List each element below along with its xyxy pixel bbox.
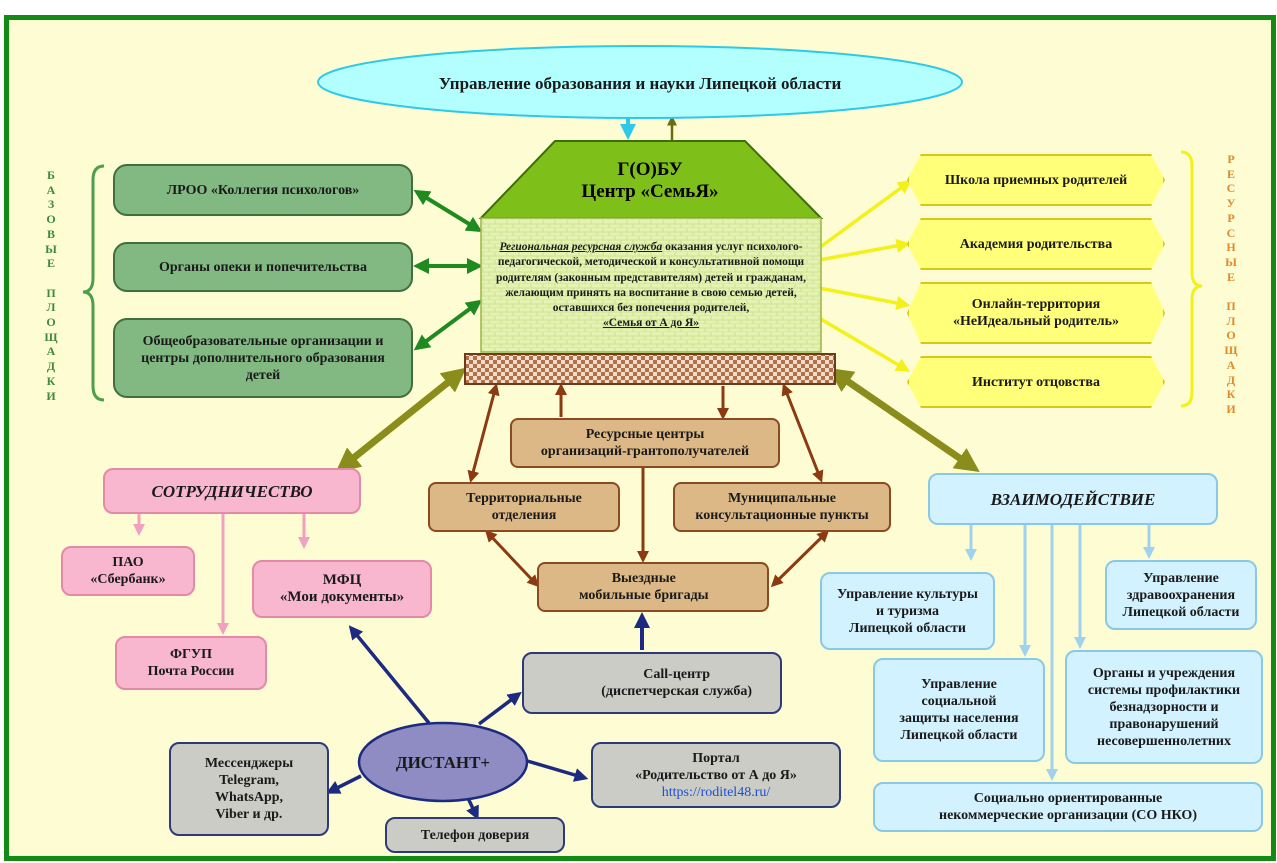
arrow-cooperation [335,367,467,473]
arrow-distant-messengers [325,774,362,794]
right-box-fatherhood: Институт отцовства [907,356,1165,408]
resource-centers-box: Ресурсные центры организаций-грантополуч… [510,418,780,468]
center-description: Региональная ресурсная служба оказания у… [489,240,813,332]
diagram-frame: Управление образования и науки Липецкой … [4,15,1276,861]
post-box: ФГУП Почта России [115,636,267,690]
center-service-text: оказания услуг психолого-педагогической,… [495,241,807,315]
arrow-territorial [467,383,500,483]
center-title: Г(О)БУ Центр «СемьЯ» [581,159,719,202]
distant-oval [357,721,529,803]
arrow-academy [818,238,911,262]
portal-link[interactable]: https://roditel48.ru/ [661,784,771,800]
culture-box: Управление культуры и туризма Липецкой о… [820,572,995,650]
messengers-box: Мессенджеры Telegram, WhatsApp, Viber и … [169,742,329,836]
callcenter-box: Call-центр (диспетчерская служба) [522,652,782,714]
interaction-title: ВЗАИМОДЕЙСТВИЕ [928,473,1218,525]
right-box-online: Онлайн-территория «НеИдеальный родитель» [907,282,1165,344]
arrow-schools [413,299,483,351]
health-box: Управление здравоохранения Липецкой обла… [1105,560,1257,630]
arrow-foster-school [817,179,912,250]
center-service-label: Региональная ресурсная служба [499,241,663,253]
distant-title: ДИСТАНТ+ [395,752,491,772]
arrow-municipal [781,383,824,483]
center-wall [480,217,822,353]
hotline-box: Телефон доверия [385,817,565,853]
portal-title: Портал «Родительство от А до Я» [635,750,797,783]
left-box-psychologists: ЛРОО «Коллегия психологов» [113,164,413,216]
territorial-box: Территориальные отделения [428,482,620,532]
mobile-brigades-box: Выездные мобильные бригады [537,562,769,612]
arrow-distant-call [477,691,522,726]
prevention-box: Органы и учреждения системы профилактики… [1065,650,1263,764]
portal-box: Портал «Родительство от А до Я» https://… [591,742,841,808]
center-service-name: «Семья от А до Я» [602,317,700,330]
mfc-box: МФЦ «Мои документы» [252,560,432,618]
arrow-distant-mfc [348,625,431,725]
left-box-guardianship: Органы опеки и попечительства [113,242,413,292]
ministry-oval [317,45,963,119]
cooperation-title: СОТРУДНИЧЕСТВО [103,468,361,514]
municipal-box: Муниципальные консультационные пункты [673,482,891,532]
arrow-territorial-mobile [484,529,540,588]
ministry-title: Управление образования и науки Липецкой … [438,73,842,93]
right-brace [1180,150,1203,408]
connections-layer [82,45,1203,821]
right-box-academy: Академия родительства [907,218,1165,270]
base-platforms-label: Б А З О В Ы Е П Л О Щ А Д К И [44,168,58,403]
arrow-distant-portal [523,758,589,782]
arrow-online [818,286,911,310]
right-box-foster-school: Школа приемных родителей [907,154,1165,206]
left-brace [82,164,105,402]
left-box-schools: Общеобразовательные организации и центры… [113,318,413,398]
arrow-municipal-mobile [770,529,830,588]
arrow-interaction [828,368,980,472]
arrow-fatherhood [818,316,911,372]
nko-box: Социально ориентированные некоммерческие… [873,782,1263,832]
social-protection-box: Управление социальной защиты населения Л… [873,658,1045,762]
arrow-lroo [413,189,483,233]
center-foundation [464,353,836,385]
sberbank-box: ПАО «Сбербанк» [61,546,195,596]
resource-platforms-label: Р Е С У Р С Н Ы Е П Л О Щ А Д К И [1224,152,1238,416]
